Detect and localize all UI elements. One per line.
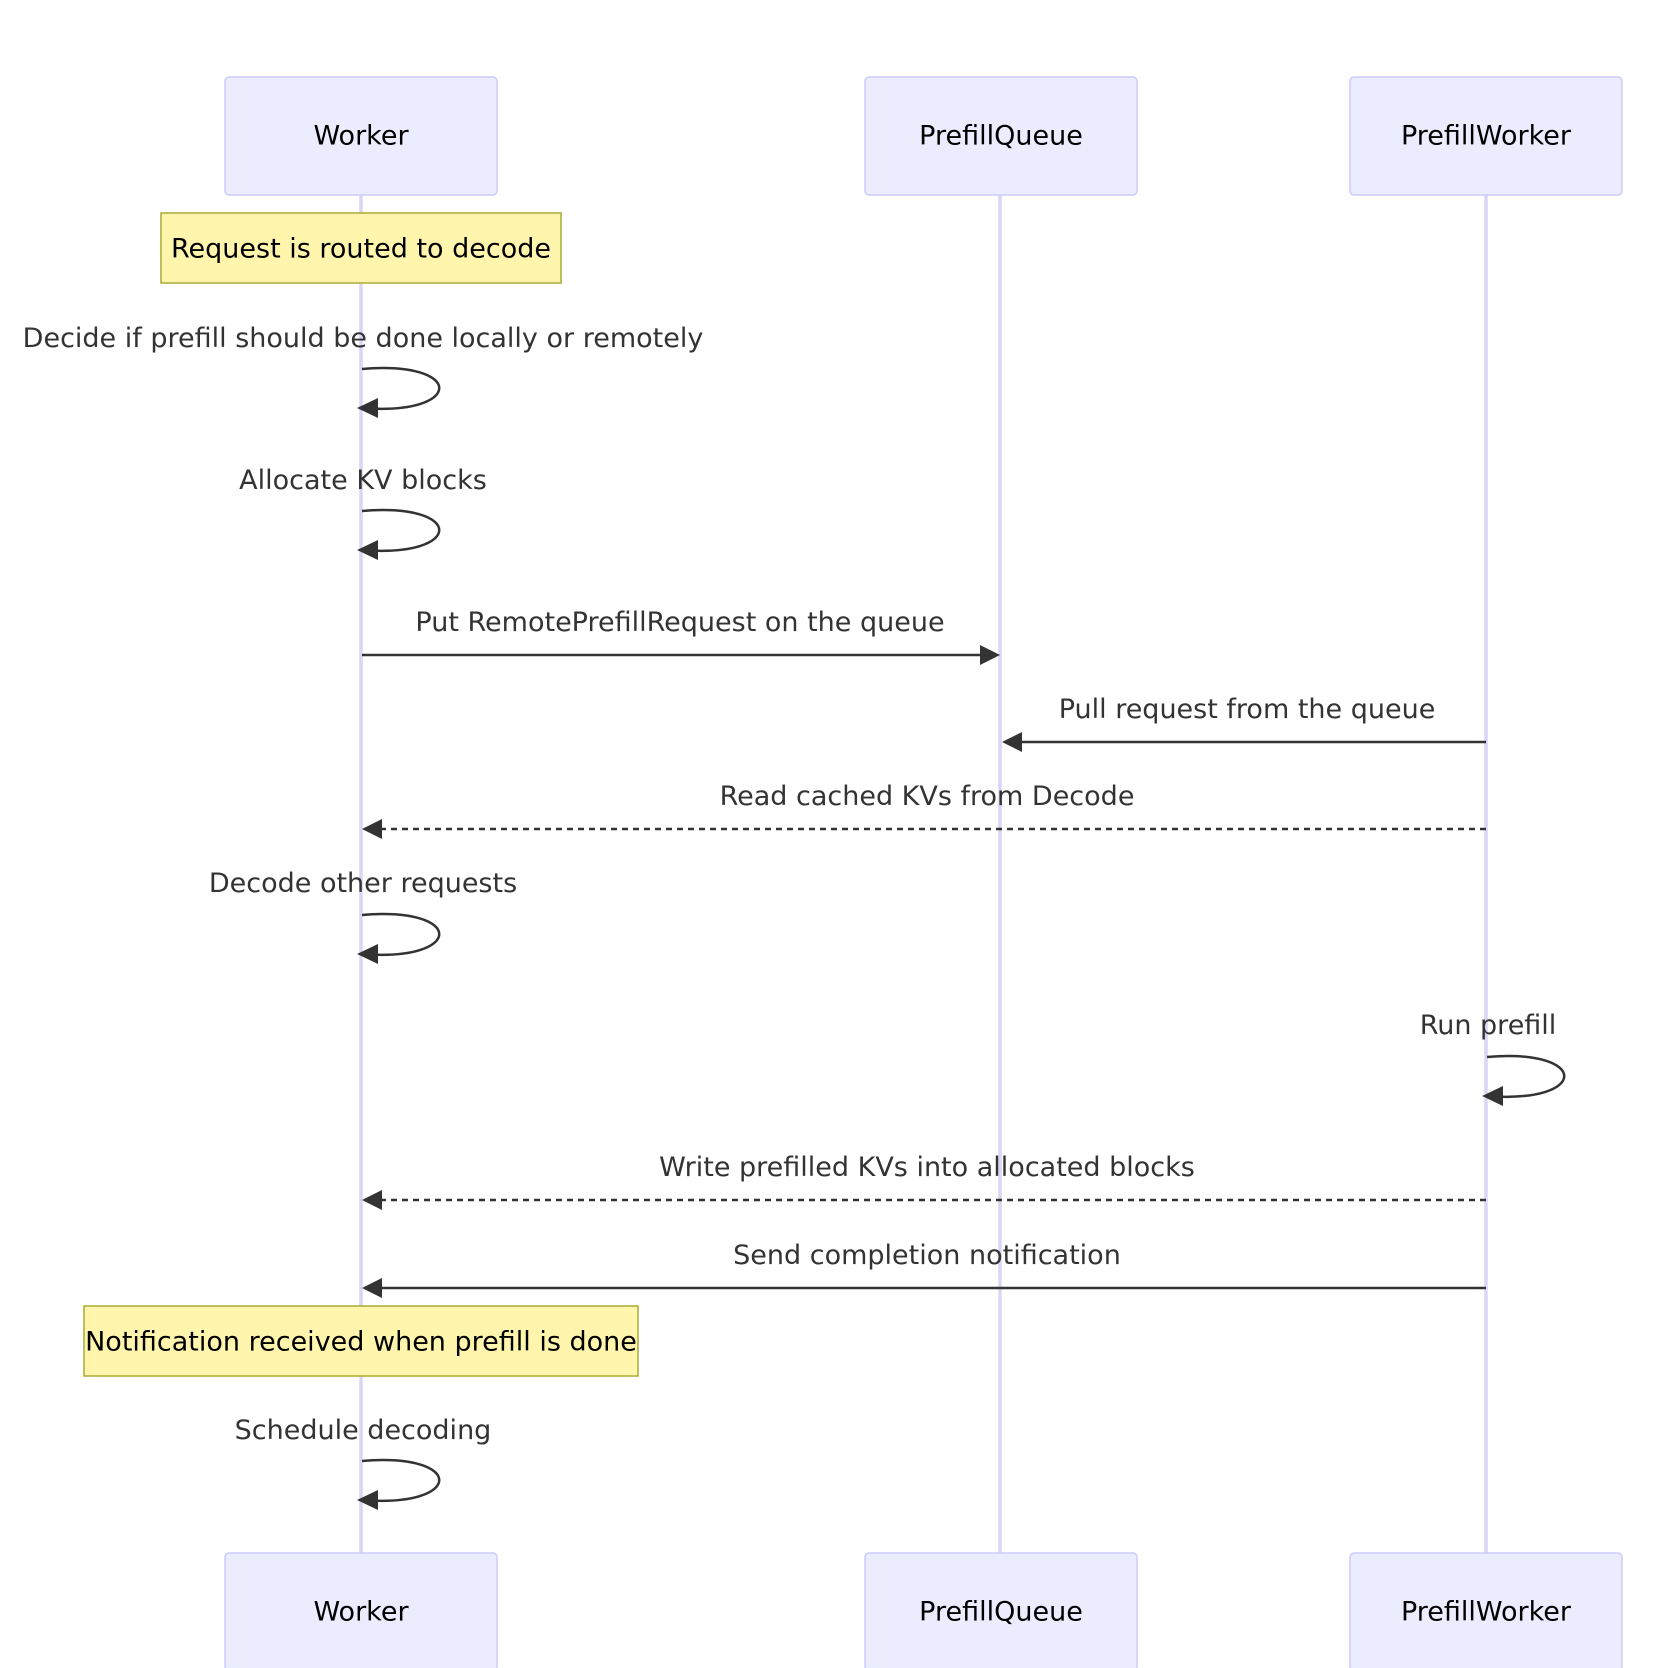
message-write-prefilled: Write prefilled KVs into allocated block…: [362, 1152, 1486, 1210]
message-run-prefill: Run prefill: [1420, 1010, 1566, 1106]
message-send-completion: Send completion notification: [362, 1240, 1486, 1298]
message-decide-prefill: Decide if prefill should be done locally…: [23, 323, 704, 418]
actor-prefillqueue-bottom: PrefillQueue: [864, 1552, 1138, 1668]
message-decode-other-label: Decode other requests: [209, 868, 517, 899]
message-schedule-decoding: Schedule decoding: [235, 1415, 492, 1510]
note-notification-received: Notification received when prefill is do…: [83, 1305, 639, 1377]
message-allocate-kv-label: Allocate KV blocks: [239, 465, 487, 496]
actor-prefillqueue-bottom-label: PrefillQueue: [919, 1597, 1083, 1628]
actor-worker-top-label: Worker: [313, 121, 409, 152]
message-send-completion-label: Send completion notification: [733, 1240, 1121, 1271]
message-pull-request-label: Pull request from the queue: [1059, 694, 1436, 725]
message-read-cached-kvs-label: Read cached KVs from Decode: [720, 781, 1135, 812]
actor-prefillqueue-top: PrefillQueue: [864, 76, 1138, 196]
message-run-prefill-label: Run prefill: [1420, 1010, 1557, 1041]
actor-prefillworker-top: PrefillWorker: [1349, 76, 1623, 196]
message-decide-prefill-label: Decide if prefill should be done locally…: [23, 323, 704, 354]
actor-prefillworker-bottom: PrefillWorker: [1349, 1552, 1623, 1668]
message-allocate-kv: Allocate KV blocks: [239, 465, 487, 560]
message-decode-other: Decode other requests: [209, 868, 517, 964]
message-read-cached-kvs: Read cached KVs from Decode: [362, 781, 1486, 839]
note-request-routed-label: Request is routed to decode: [171, 234, 551, 265]
actor-worker-bottom-label: Worker: [313, 1597, 409, 1628]
message-put-request: Put RemotePrefillRequest on the queue: [362, 607, 1000, 665]
message-pull-request: Pull request from the queue: [1002, 694, 1486, 752]
actor-worker-bottom: Worker: [224, 1552, 498, 1668]
note-notification-received-label: Notification received when prefill is do…: [85, 1327, 637, 1358]
message-schedule-decoding-label: Schedule decoding: [235, 1415, 492, 1446]
actor-worker-top: Worker: [224, 76, 498, 196]
message-put-request-label: Put RemotePrefillRequest on the queue: [415, 607, 944, 638]
note-request-routed: Request is routed to decode: [160, 212, 562, 284]
actor-prefillqueue-top-label: PrefillQueue: [919, 121, 1083, 152]
actor-prefillworker-bottom-label: PrefillWorker: [1401, 1597, 1572, 1628]
actor-prefillworker-top-label: PrefillWorker: [1401, 121, 1572, 152]
message-write-prefilled-label: Write prefilled KVs into allocated block…: [659, 1152, 1195, 1183]
